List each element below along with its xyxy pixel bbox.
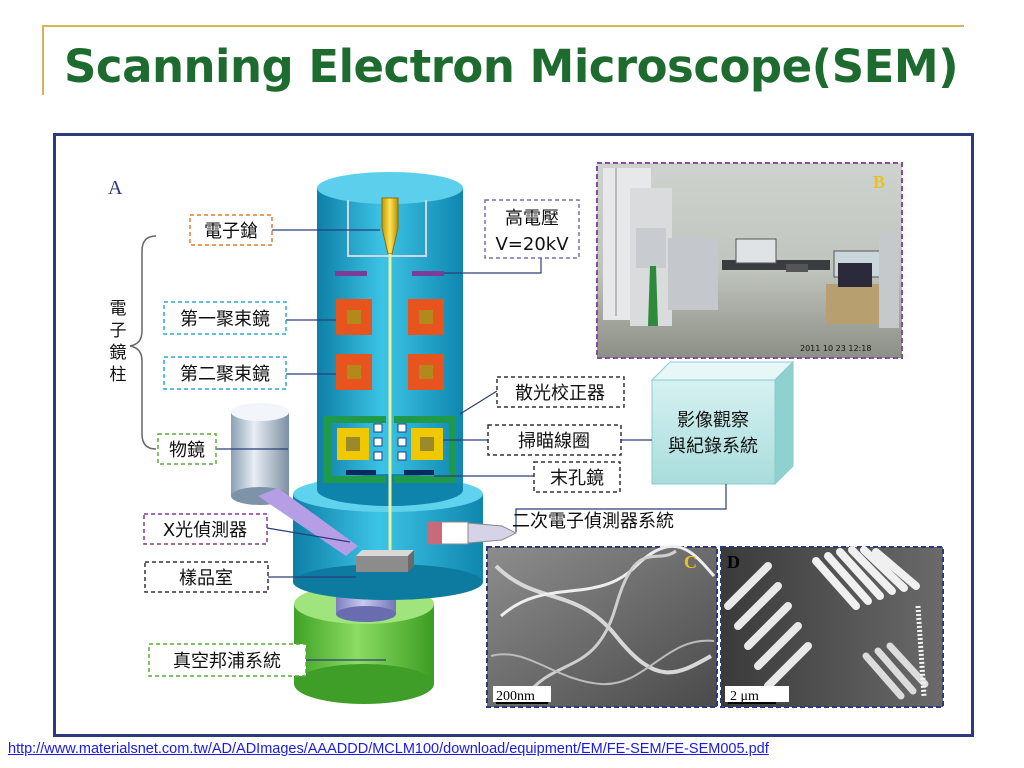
electron-gun-tip bbox=[381, 197, 399, 255]
label-box-stig bbox=[496, 376, 625, 408]
panel-c-letter: C bbox=[684, 552, 697, 572]
title-rule-left bbox=[42, 25, 44, 95]
label-box-gun bbox=[189, 214, 273, 246]
label-vacuum-pump: 真空邦浦系統 bbox=[173, 651, 281, 672]
scale-bar-d: 2 μm bbox=[730, 689, 759, 704]
photo-b-lab bbox=[596, 162, 903, 359]
column-label-c4: 柱 bbox=[110, 365, 127, 385]
panel-a-letter: A bbox=[108, 177, 123, 199]
scale-bar-c: 200nm bbox=[496, 689, 535, 704]
label-box-aperture bbox=[533, 461, 621, 493]
label-box-cond1 bbox=[163, 301, 287, 335]
sem-figure: A bbox=[53, 133, 974, 737]
label-secondary-detector: 二次電子偵測器系統 bbox=[512, 511, 674, 532]
label-box-scan bbox=[487, 424, 622, 456]
label-sample-chamber: 樣品室 bbox=[179, 568, 233, 589]
photo-b-timestamp: 2011 10 23 12:18 bbox=[800, 344, 871, 353]
anode-plate-right bbox=[412, 271, 444, 276]
gun-bracket bbox=[347, 200, 427, 257]
imaging-system-line1: 影像觀察 bbox=[677, 410, 749, 431]
label-box-hv bbox=[484, 199, 580, 259]
sample-stage bbox=[356, 550, 414, 572]
label-electron-gun: 電子鎗 bbox=[204, 221, 258, 242]
condenser-lens-1 bbox=[336, 299, 444, 335]
source-link[interactable]: http://www.materialsnet.com.tw/AD/ADImag… bbox=[8, 741, 769, 757]
label-xray-detector: X光偵測器 bbox=[163, 520, 247, 541]
imaging-system-line2: 與紀錄系統 bbox=[668, 436, 758, 457]
final-aperture-right bbox=[404, 470, 434, 475]
imaging-system-box bbox=[650, 360, 795, 486]
panel-b-letter: B bbox=[873, 172, 885, 192]
condenser-lens-2 bbox=[336, 354, 444, 390]
final-aperture-left bbox=[346, 470, 376, 475]
label-final-aperture: 末孔鏡 bbox=[550, 468, 604, 489]
label-condenser-1: 第一聚束鏡 bbox=[180, 309, 270, 330]
panel-d-letter: D bbox=[727, 552, 740, 572]
photo-c-nanofibers bbox=[486, 544, 718, 708]
column-label-c1: 電 bbox=[110, 299, 127, 319]
column-brace bbox=[129, 235, 157, 450]
label-box-chamber bbox=[144, 561, 269, 593]
label-box-xray bbox=[143, 513, 268, 545]
label-high-voltage-1: 高電壓 bbox=[505, 208, 559, 229]
label-box-pump bbox=[148, 643, 307, 677]
scan-coils bbox=[373, 423, 407, 461]
photo-d-helical-fibers bbox=[720, 546, 944, 708]
leader-lines bbox=[216, 229, 727, 661]
label-stigmator: 散光校正器 bbox=[515, 383, 605, 404]
title-rule-top bbox=[42, 25, 964, 27]
label-objective-lens: 物鏡 bbox=[169, 440, 205, 461]
label-box-objective bbox=[157, 433, 217, 465]
label-condenser-2: 第二聚束鏡 bbox=[180, 364, 270, 385]
slide-title: Scanning Electron Microscope(SEM) bbox=[64, 40, 959, 93]
label-box-cond2 bbox=[163, 356, 287, 390]
label-high-voltage-2: V=20kV bbox=[495, 234, 569, 255]
secondary-detector bbox=[427, 521, 518, 545]
label-scan-coil: 掃瞄線圈 bbox=[518, 431, 590, 452]
column-label-c3: 鏡 bbox=[110, 343, 127, 363]
anode-plate-left bbox=[335, 271, 367, 276]
column-label-c2: 子 bbox=[110, 321, 127, 341]
